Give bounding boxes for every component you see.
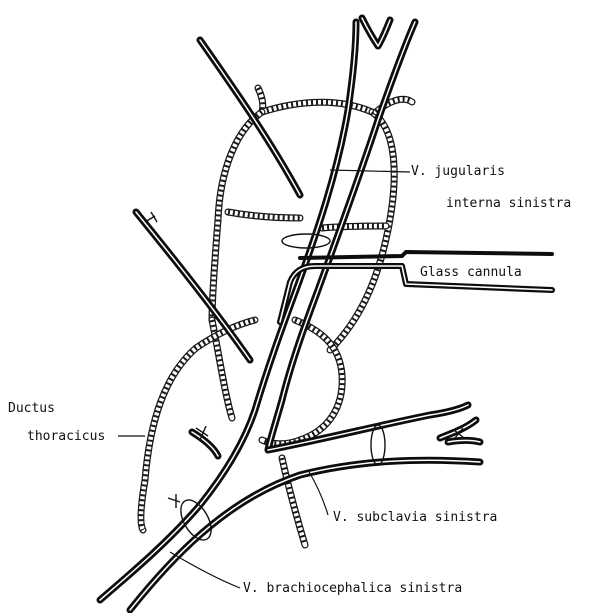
label-glass-cannula: Glass cannula bbox=[420, 266, 522, 279]
leader-subclavia bbox=[308, 470, 328, 515]
ligature-brachiocephalica bbox=[175, 495, 218, 545]
v-branch-upper-outline bbox=[200, 40, 300, 195]
ligature-knot-brachio bbox=[168, 494, 180, 508]
duct-rung-2-fill bbox=[322, 226, 386, 228]
label-ductus-line2: thoracicus bbox=[27, 430, 105, 443]
ligature-knot-branch bbox=[145, 212, 157, 222]
duct-outer-loop-fill bbox=[141, 320, 255, 530]
label-subclavia: V. subclavia sinistra bbox=[333, 511, 497, 524]
duct-outer-loop-outline bbox=[141, 320, 255, 530]
label-ductus-line1: Ductus bbox=[8, 402, 55, 415]
duct-outer-loop-twist bbox=[141, 320, 255, 530]
leader-jugularis bbox=[330, 170, 410, 172]
v-branch-lower-outline bbox=[192, 432, 218, 456]
label-jugularis-line2: interna sinistra bbox=[446, 197, 571, 210]
label-brachiocephalica: V. brachiocephalica sinistra bbox=[243, 582, 462, 595]
ligature-jugular bbox=[282, 234, 330, 248]
label-jugularis-line1: V. jugularis bbox=[411, 165, 505, 178]
